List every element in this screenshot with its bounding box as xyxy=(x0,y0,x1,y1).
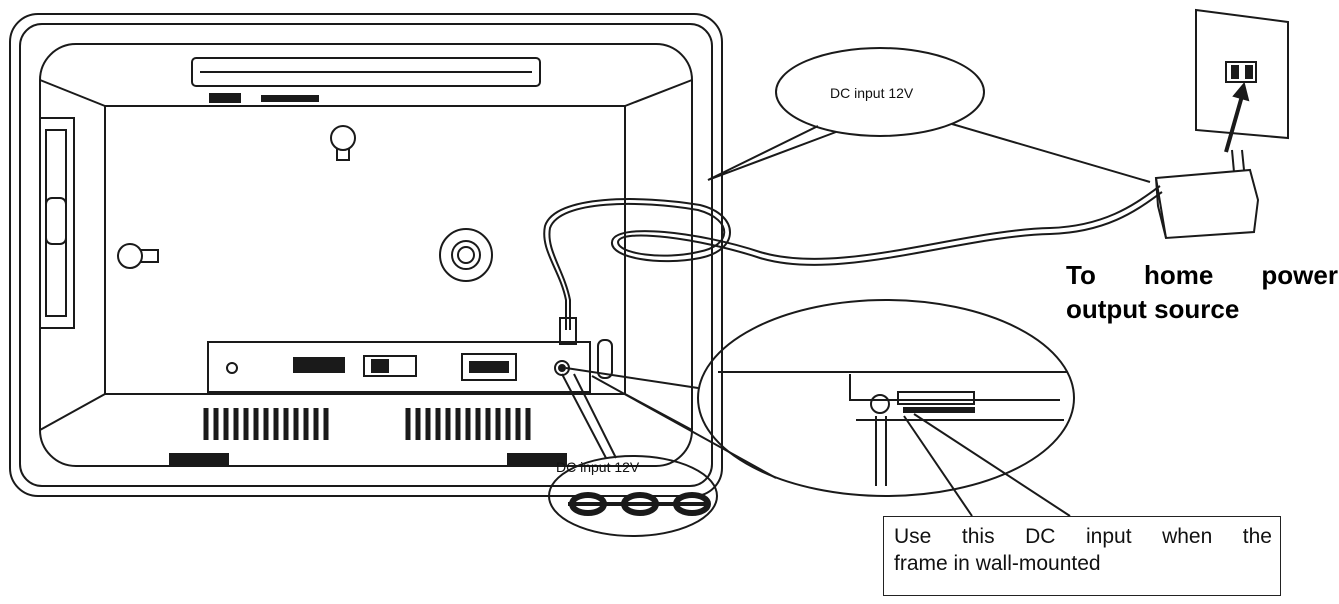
side-stand xyxy=(39,117,75,329)
note-word: Use xyxy=(894,525,932,548)
stand-screw-socket xyxy=(439,228,493,282)
keyhole-mount-top xyxy=(330,125,356,161)
wall-mount-note: Use this DC input when the frame in wall… xyxy=(883,516,1281,596)
power-source-word: home xyxy=(1143,260,1214,290)
power-source-word: To xyxy=(1066,260,1096,290)
vent-grille xyxy=(203,408,531,440)
callout-bottom-label: DC input 12V xyxy=(556,459,640,475)
power-source-word: power xyxy=(1261,260,1338,290)
note-word: input xyxy=(1085,525,1132,548)
note-word: when xyxy=(1162,525,1213,548)
magnified-inset xyxy=(565,299,1075,517)
note-word: DC xyxy=(1025,525,1056,548)
port-panel xyxy=(207,339,613,393)
callout-bubble-top xyxy=(707,47,1151,183)
power-cable xyxy=(543,185,1163,345)
power-source-line2: output source xyxy=(1066,294,1240,324)
arrow-to-outlet-icon xyxy=(1224,81,1250,153)
photo-frame-back xyxy=(9,13,723,497)
note-word: the xyxy=(1242,525,1272,548)
power-adapter xyxy=(1154,149,1260,240)
keyhole-mount-left xyxy=(117,243,159,269)
power-source-label: To home power output source xyxy=(1066,258,1338,326)
note-word: this xyxy=(961,525,995,548)
note-line2: frame in wall-mounted xyxy=(894,552,1101,575)
callout-top-label: DC input 12V xyxy=(830,85,914,101)
wall-outlet xyxy=(1195,8,1289,140)
callout-bubble-bottom xyxy=(548,373,718,537)
